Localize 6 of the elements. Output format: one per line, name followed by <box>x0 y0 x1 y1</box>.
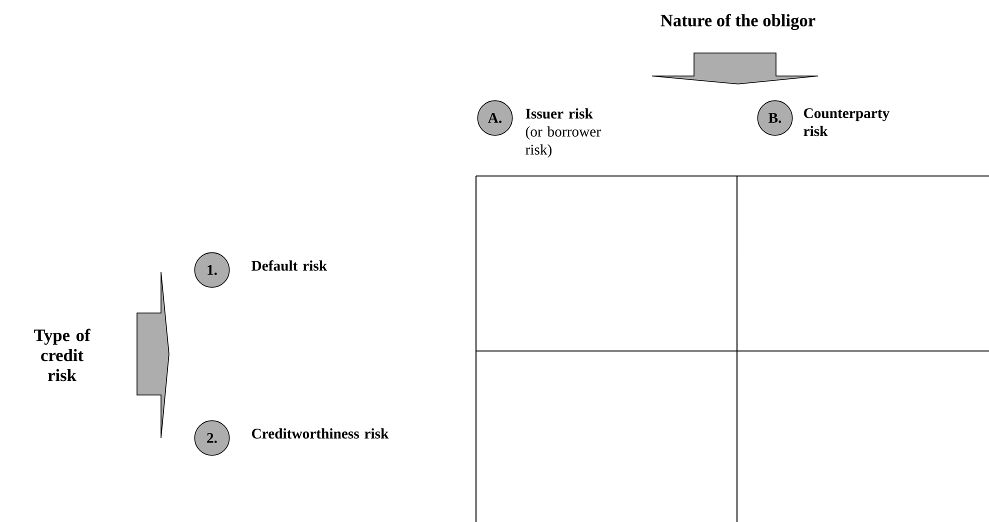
item-label: Counterparty risk <box>804 108 890 136</box>
item-label: Issuer risk (or borrower risk) <box>526 108 601 158</box>
heading: Type of credit risk <box>34 328 90 382</box>
item-label: Default risk <box>252 260 328 271</box>
item-label: Creditworthiness risk <box>252 428 389 439</box>
heading: Nature of the obligor <box>660 14 816 30</box>
